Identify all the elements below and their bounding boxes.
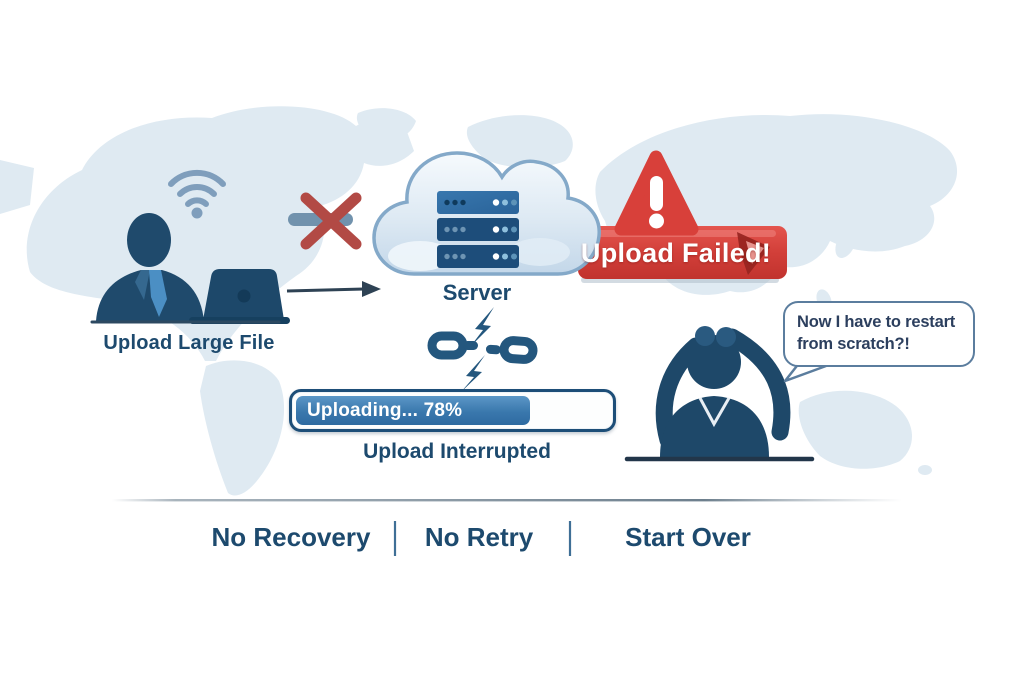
footer-item-start-over: Start Over xyxy=(625,522,751,552)
wifi-icon xyxy=(168,169,226,219)
progress-fill: Uploading... 78% xyxy=(296,396,531,425)
uploader-person-figure xyxy=(90,213,290,324)
lightning-bolt-icon xyxy=(470,307,494,347)
speech-line-2: from scratch?! xyxy=(797,334,910,353)
footer-divider xyxy=(112,499,902,556)
broken-connection-x-icon xyxy=(288,192,362,250)
upload-arrow xyxy=(286,281,381,297)
footer-item-no-retry: No Retry xyxy=(424,522,534,552)
upload-interrupted-label: Upload Interrupted xyxy=(363,440,551,463)
server-lights-left xyxy=(444,199,466,206)
progress-label: Uploading... 78% xyxy=(307,399,463,421)
server-racks xyxy=(437,191,519,268)
upload-progress-bar: Uploading... 78% xyxy=(289,389,616,432)
footer-item-no-recovery: No Recovery xyxy=(211,522,371,552)
speech-line-1: Now I have to restart xyxy=(797,313,956,331)
footer-pipes xyxy=(393,521,572,556)
server-lights-right xyxy=(492,199,517,260)
lightning-bolt-icon xyxy=(461,355,485,392)
warning-triangle-icon xyxy=(614,150,699,236)
cloud-server-icon xyxy=(372,151,601,276)
server-lights-left-2 xyxy=(444,226,466,260)
upload-failed-label: Upload Failed! xyxy=(580,238,772,268)
frustrated-person-figure xyxy=(624,326,828,462)
speech-bubble: Now I have to restart from scratch?! xyxy=(783,301,975,367)
upload-large-file-label: Upload Large File xyxy=(103,332,275,354)
server-label: Server xyxy=(442,280,512,305)
broken-chain-icon xyxy=(427,307,538,392)
